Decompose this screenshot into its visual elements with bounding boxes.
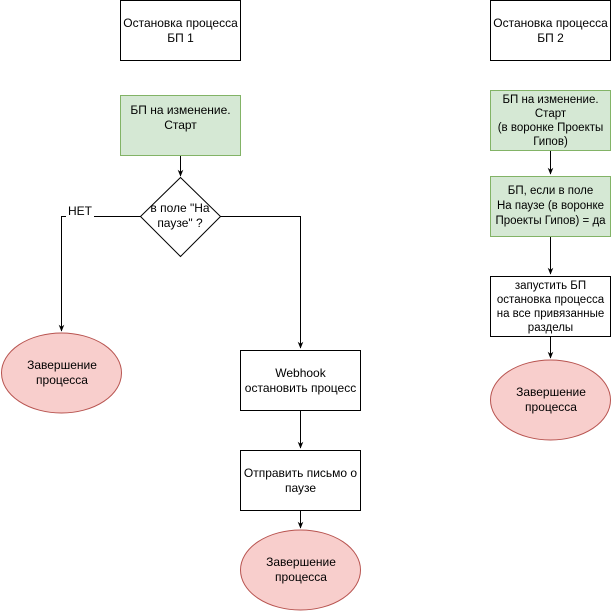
flow1-edge-no xyxy=(58,216,141,332)
flow1-end-left-ellipse xyxy=(1,332,122,414)
flow2-run-text: запустить БП остановка процесса на все п… xyxy=(496,279,605,334)
flow1-end-left-text: Завершение процесса xyxy=(27,358,97,387)
flow2-header-box xyxy=(490,0,611,61)
flow1-webhook-text: Webhook остановить процесс xyxy=(244,365,357,395)
flow2-end-text: Завершение процесса xyxy=(516,385,586,414)
flow1-decision-diamond xyxy=(139,176,222,258)
flow1-decision-text: в поле "На паузе" ? xyxy=(150,201,210,230)
flow2-end-ellipse xyxy=(490,359,611,441)
flow1-header-text: Остановка процесса БП 1 xyxy=(123,15,238,45)
flow2-start-box xyxy=(490,90,611,151)
flow2-run-box xyxy=(490,276,611,337)
flow1-email-text: Отправить письмо о паузе xyxy=(243,465,358,495)
flow1-start-text: БП на изменение. Старт xyxy=(130,103,231,132)
flow2-condition-box xyxy=(490,176,611,237)
flow2-header-text: Остановка процесса БП 2 xyxy=(493,15,608,45)
flow1-header-box xyxy=(120,0,241,61)
flow1-email-box xyxy=(240,450,361,511)
flow2-condition-text: БП, если в поле На паузе (в воронке Прое… xyxy=(495,185,606,227)
flow1-edge-yes xyxy=(220,216,304,349)
flow1-end-bottom-ellipse xyxy=(240,529,361,611)
flow1-no-label: НЕТ xyxy=(66,204,94,218)
flow1-start-box xyxy=(120,95,241,156)
flow1-end-bottom-text: Завершение процесса xyxy=(266,555,336,584)
flow2-start-text: БП на изменение. Старт (в воронке Проект… xyxy=(497,93,604,148)
flow1-webhook-box xyxy=(240,350,361,411)
